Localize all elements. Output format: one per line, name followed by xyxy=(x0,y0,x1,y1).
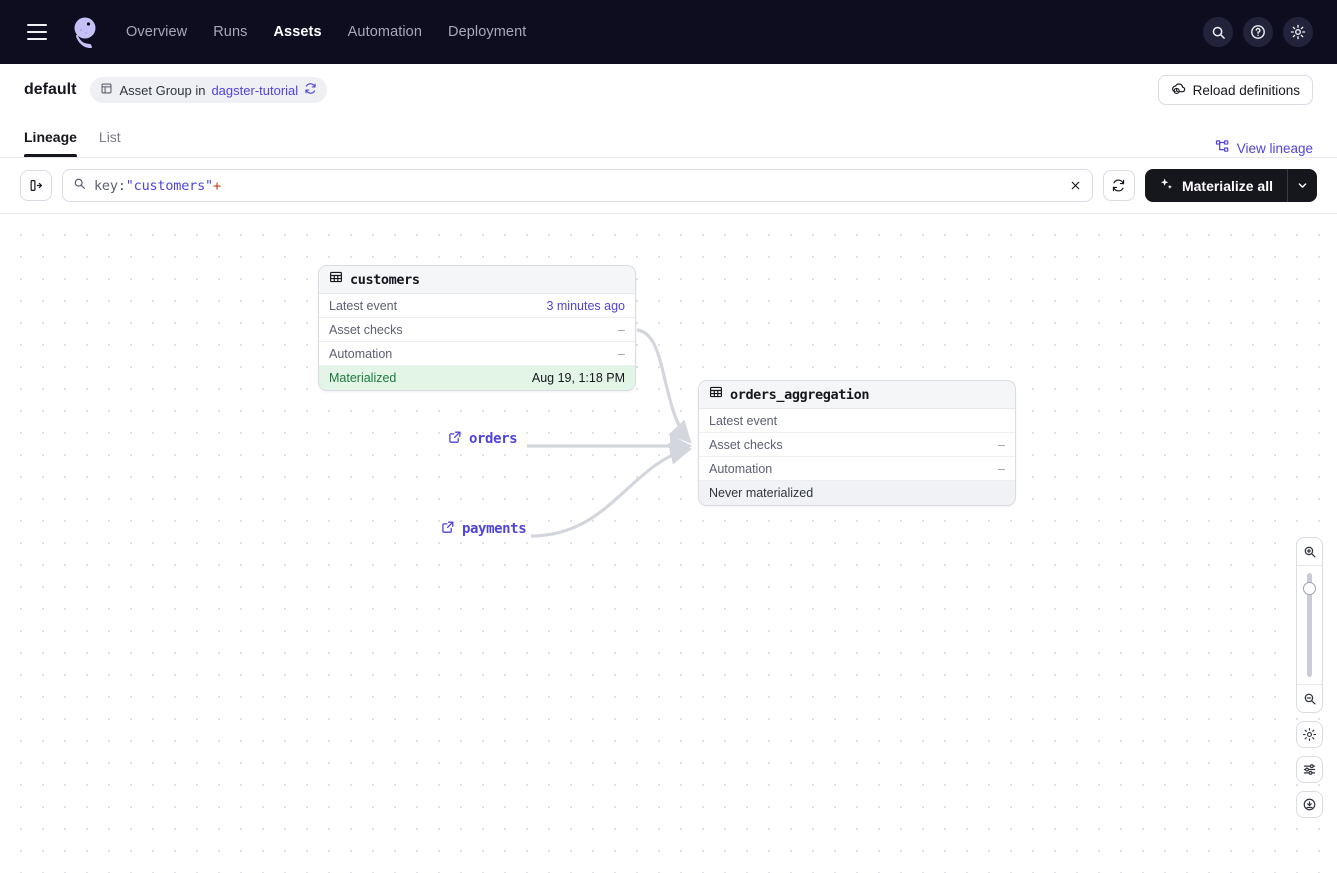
search-token-key: key: xyxy=(94,177,126,194)
external-link-icon xyxy=(441,520,455,538)
asset-node-orders-aggregation[interactable]: orders_aggregation Latest event Asset ch… xyxy=(698,380,1016,506)
external-asset-payments[interactable]: payments xyxy=(441,520,527,538)
reload-definitions-button[interactable]: Reload definitions xyxy=(1157,75,1313,105)
nav-link-assets[interactable]: Assets xyxy=(273,24,322,40)
asset-row-value: – xyxy=(998,461,1005,476)
asset-row-latest-event: Latest event 3 minutes ago xyxy=(319,294,635,318)
asset-node-title: orders_aggregation xyxy=(730,386,870,403)
asset-row-label: Latest event xyxy=(329,298,398,313)
page-title: default xyxy=(24,81,77,98)
graph-edges xyxy=(527,328,693,538)
asset-row-asset-checks: Asset checks – xyxy=(699,433,1015,457)
asset-row-value: – xyxy=(618,346,625,361)
nav-link-automation[interactable]: Automation xyxy=(347,24,423,40)
help-icon[interactable] xyxy=(1243,17,1273,47)
asset-row-asset-checks: Asset checks – xyxy=(319,318,635,342)
reload-definitions-label: Reload definitions xyxy=(1192,82,1300,98)
toggle-sidebar-button[interactable] xyxy=(20,170,52,201)
asset-row-label: Asset checks xyxy=(709,437,783,452)
asset-node-title: customers xyxy=(350,271,420,288)
asset-group-prefix: Asset Group in xyxy=(119,82,206,98)
status-badge: Never materialized xyxy=(709,486,814,500)
lineage-graph-canvas[interactable]: customers Latest event 3 minutes ago Ass… xyxy=(0,215,1337,873)
asset-row-materialized-status: Materialized Aug 19, 1:18 PM xyxy=(319,366,635,390)
nav-link-overview[interactable]: Overview xyxy=(126,24,188,40)
tab-lineage[interactable]: Lineage xyxy=(24,116,77,157)
dagster-logo[interactable] xyxy=(66,13,104,51)
refresh-graph-button[interactable] xyxy=(1102,170,1135,201)
graph-filters-sliders-icon[interactable] xyxy=(1296,756,1323,783)
asset-group-icon xyxy=(100,82,113,98)
zoom-slider-handle[interactable] xyxy=(1303,582,1316,595)
asset-node-header: orders_aggregation xyxy=(699,381,1015,409)
asset-row-value[interactable]: 3 minutes ago xyxy=(546,298,625,313)
recenter-graph-icon[interactable] xyxy=(1296,791,1323,818)
top-navigation-bar: Overview Runs Assets Automation Deployme… xyxy=(0,0,1337,64)
zoom-level-slider[interactable] xyxy=(1297,566,1322,684)
graph-toolbar: key:"customers"+ Materialize all xyxy=(0,158,1337,214)
main-nav-links: Overview Runs Assets Automation Deployme… xyxy=(126,24,526,40)
materialized-timestamp: Aug 19, 1:18 PM xyxy=(531,371,625,385)
asset-row-automation: Automation – xyxy=(699,457,1015,481)
tabs-row: Lineage List View lineage xyxy=(0,116,1337,158)
reload-cloud-icon xyxy=(1171,81,1186,99)
sparkle-icon xyxy=(1159,177,1174,195)
asset-row-value: – xyxy=(618,322,625,337)
table-icon xyxy=(329,270,343,289)
search-icon[interactable] xyxy=(1203,17,1233,47)
asset-group-link[interactable]: dagster-tutorial xyxy=(211,82,299,98)
search-token-operator: + xyxy=(212,177,221,194)
asset-row-label: Automation xyxy=(329,346,393,361)
asset-node-header: customers xyxy=(319,266,635,294)
table-icon xyxy=(709,385,723,404)
view-lineage-link[interactable]: View lineage xyxy=(1215,139,1313,157)
external-asset-label: payments xyxy=(462,521,527,537)
nav-link-deployment[interactable]: Deployment xyxy=(448,24,527,40)
external-asset-orders[interactable]: orders xyxy=(448,430,518,448)
search-token-value: "customers" xyxy=(125,177,213,194)
asset-row-latest-event: Latest event xyxy=(699,409,1015,433)
external-link-icon xyxy=(448,430,462,448)
nav-link-runs[interactable]: Runs xyxy=(213,24,248,40)
asset-search-input[interactable]: key:"customers"+ xyxy=(62,169,1093,202)
materialize-dropdown-caret[interactable] xyxy=(1287,169,1317,202)
clear-search-icon[interactable] xyxy=(1069,179,1082,192)
page-header: default Asset Group in dagster-tutorial xyxy=(0,64,1337,116)
asset-node-customers[interactable]: customers Latest event 3 minutes ago Ass… xyxy=(318,265,636,391)
search-icon xyxy=(73,177,86,195)
lineage-graph-icon xyxy=(1215,139,1230,157)
asset-row-label: Latest event xyxy=(709,413,778,428)
zoom-out-icon[interactable] xyxy=(1297,685,1322,712)
asset-row-label: Automation xyxy=(709,461,773,476)
asset-group-badge[interactable]: Asset Group in dagster-tutorial xyxy=(90,77,328,103)
materialize-all-button[interactable]: Materialize all xyxy=(1144,169,1287,202)
view-lineage-label: View lineage xyxy=(1236,140,1313,156)
nav-actions xyxy=(1203,17,1321,47)
zoom-slider-box xyxy=(1296,537,1323,713)
asset-row-automation: Automation – xyxy=(319,342,635,366)
hamburger-menu-icon[interactable] xyxy=(20,15,54,49)
external-asset-label: orders xyxy=(469,431,518,447)
zoom-slider-track xyxy=(1307,573,1312,677)
view-tabs: Lineage List xyxy=(24,116,121,157)
zoom-controls xyxy=(1296,537,1323,818)
materialize-all-label: Materialize all xyxy=(1181,177,1273,194)
asset-row-value: – xyxy=(998,437,1005,452)
asset-row-label: Asset checks xyxy=(329,322,403,337)
reload-repository-icon[interactable] xyxy=(304,82,317,98)
graph-settings-gear-icon[interactable] xyxy=(1296,721,1323,748)
tab-list[interactable]: List xyxy=(98,128,121,145)
zoom-in-icon[interactable] xyxy=(1297,538,1322,565)
asset-row-never-materialized-status: Never materialized xyxy=(699,481,1015,505)
status-badge: Materialized xyxy=(329,371,397,385)
materialize-all-group: Materialize all xyxy=(1144,169,1317,202)
settings-gear-icon[interactable] xyxy=(1283,17,1313,47)
